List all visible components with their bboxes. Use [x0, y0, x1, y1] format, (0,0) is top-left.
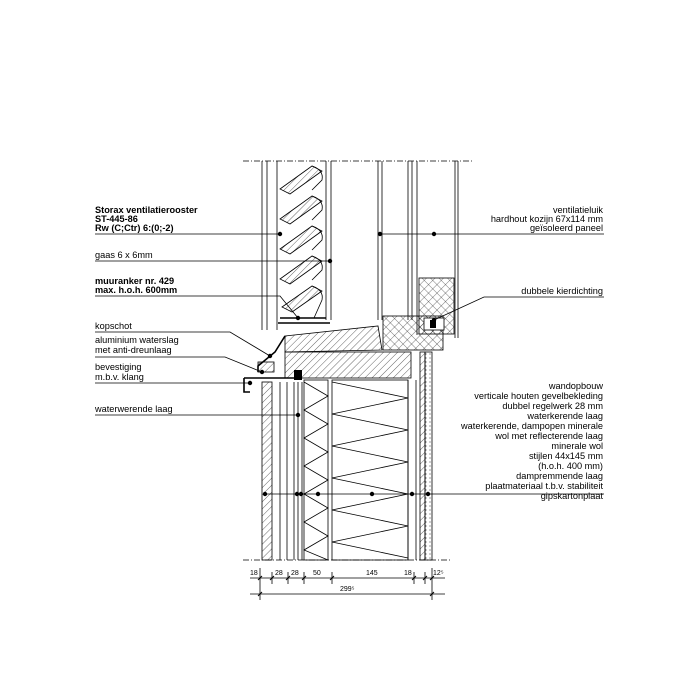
sill [243, 325, 412, 393]
label-ventilatieluik-1: ventilatieluik [553, 205, 603, 215]
gypsum-board [424, 351, 433, 561]
dim-18b: 18 [404, 570, 412, 577]
mineral-wool-145 [331, 379, 409, 561]
label-wand-3: waterkerende laag [526, 411, 603, 421]
dim-28b: 28 [291, 570, 299, 577]
label-wand-4: waterkerende, dampopen minerale [460, 421, 603, 431]
label-wand-10: plaatmateriaal t.b.v. stabiliteit [485, 481, 603, 491]
label-gaas: gaas 6 x 6mm [95, 250, 153, 260]
label-waterslag-2: met anti-dreunlaag [95, 345, 172, 355]
label-storax-1: Storax ventilatierooster [95, 205, 198, 215]
wall-buildup [243, 351, 450, 561]
dim-total: 299⁵ [340, 586, 355, 593]
board [419, 351, 426, 561]
dim-18a: 18 [250, 570, 258, 577]
dim-145: 145 [366, 570, 378, 577]
label-bevestiging-1: bevestiging [95, 362, 141, 372]
mineral-wool-50 [303, 379, 329, 561]
dimension-line: 18 28 28 50 145 18 12⁵ 299⁵ [250, 568, 445, 600]
label-wand-5: wol met reflecterende laag [494, 431, 603, 441]
label-bevestiging-2: m.b.v. klang [95, 372, 144, 382]
wood-cladding [261, 381, 273, 561]
label-muuranker-2: max. h.o.h. 600mm [95, 285, 177, 295]
upper-section [243, 160, 473, 351]
label-wand-1: verticale houten gevelbekleding [474, 391, 603, 401]
grille-louvres [278, 165, 330, 324]
label-waterslag-1: aluminium waterslag [95, 335, 179, 345]
label-ventilatieluik-3: geïsoleerd paneel [530, 223, 603, 233]
leaders-left [95, 231, 333, 418]
sill-beam [284, 351, 412, 379]
label-wand-7: stijlen 44x145 mm [529, 451, 603, 461]
label-wand-6: minerale wol [551, 441, 603, 451]
label-wand-9: dampremmende laag [516, 471, 603, 481]
label-storax-3: Rw (C;Ctr) 6:(0;-2) [95, 223, 174, 233]
label-wand-2: dubbel regelwerk 28 mm [502, 401, 603, 411]
dim-50: 50 [313, 570, 321, 577]
label-muuranker-1: muuranker nr. 429 [95, 276, 174, 286]
label-ventilatieluik-2: hardhout kozijn 67x114 mm [491, 214, 604, 224]
labels-right: ventilatieluik hardhout kozijn 67x114 mm… [460, 205, 603, 501]
labels-left: Storax ventilatierooster ST-445-86 Rw (C… [94, 205, 198, 414]
label-waterwerend: waterwerende laag [94, 404, 173, 414]
label-kopschot: kopschot [95, 321, 132, 331]
label-kierdichting: dubbele kierdichting [521, 286, 603, 296]
label-storax-2: ST-445-86 [95, 214, 138, 224]
dim-12-5: 12⁵ [433, 570, 444, 577]
label-wand-0: wandopbouw [548, 381, 604, 391]
label-wand-8: (h.o.h. 400 mm) [538, 461, 603, 471]
leaders-right [262, 231, 604, 497]
label-wand-11: gipskartonplaat [541, 491, 604, 501]
dim-28a: 28 [275, 570, 283, 577]
